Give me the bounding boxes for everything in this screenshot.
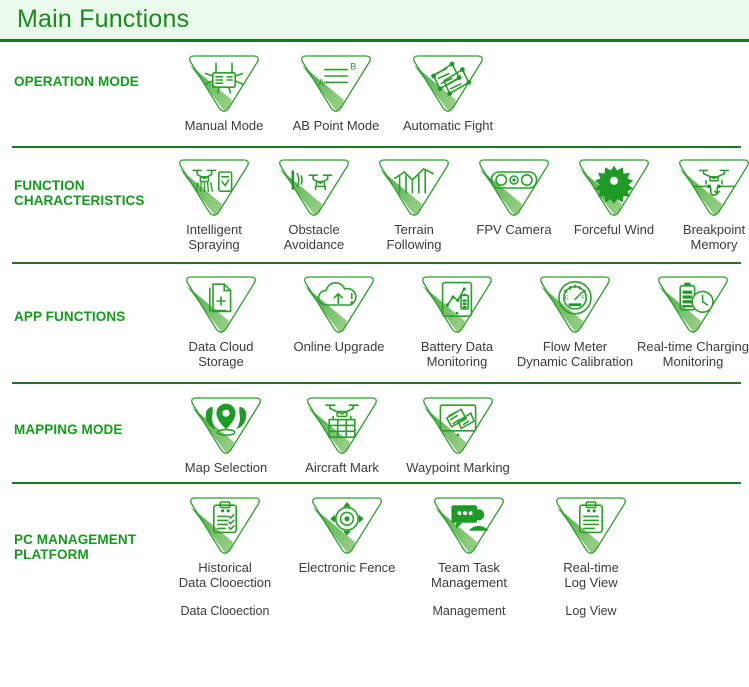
item-historical-data-collection[interactable]: Historical Data Clooection Data Clooecti… [164,494,286,618]
item-label: Obstacle Avoidance [283,222,345,252]
cloud-upload-icon [297,273,381,337]
items-mapping-mode: Map Selection Aircraft Mark Waypoint Mar… [162,394,741,475]
crosshair-target-icon [305,494,389,558]
section-function-characteristics: FUNCTION CHARACTERISTICS Intelligent Spr… [0,148,749,262]
item-waypoint-marking[interactable]: Waypoint Marking [400,394,516,475]
svg-text:A: A [318,78,324,88]
item-label: Aircraft Mark [305,460,379,475]
item-real-time-charging-monitoring[interactable]: Real-time Charging Monitoring [634,273,749,369]
terrain-profile-icon [372,156,456,220]
section-divider [12,146,741,148]
breakpoint-drone-icon [672,156,749,220]
item-terrain-following[interactable]: Terrain Following [364,156,464,252]
item-breakpoint-memory[interactable]: Breakpoint Memory [664,156,749,252]
section-divider [12,382,741,384]
section-pc-management-platform: PC MANAGEMENT PLATFORM Historical Data C… [0,484,749,624]
item-automatic-fight[interactable]: Automatic Fight [392,52,504,133]
item-real-time-log-view[interactable]: Real-time Log View Log View [530,494,652,618]
item-team-task-management[interactable]: Team Task Management Management [408,494,530,618]
item-label: Flow Meter Dynamic Calibration [516,339,634,369]
item-label: Data Cloud Storage [188,339,254,369]
item-label: Intelligent Spraying [186,222,242,252]
category-label-function-characteristics: FUNCTION CHARACTERISTICS [14,178,145,208]
item-label: FPV Camera [476,222,552,237]
battery-clock-icon [651,273,735,337]
item-label: Electronic Fence [298,560,396,575]
item-manual-mode[interactable]: Manual Mode [168,52,280,133]
item-sublabel: Log View [565,604,617,618]
item-sublabel: Management [432,604,506,618]
item-label: Manual Mode [184,118,264,133]
clipboard-check-icon [183,494,267,558]
section-mapping-mode: MAPPING MODE Map Selection Aircraft Mark… [0,384,749,482]
spraying-drone-icon [172,156,256,220]
category-label-mapping-mode: MAPPING MODE [14,422,123,437]
item-label: Battery Data Monitoring [420,339,494,369]
item-label: Historical Data Clooection [178,560,272,590]
drone-grid-icon [300,394,384,458]
items-pc-management-platform: Historical Data Clooection Data Clooecti… [162,494,741,618]
remote-controller-icon [182,52,266,116]
document-plus-icon [179,273,263,337]
svg-text:E: E [565,295,569,301]
category-label-pc-management-platform: PC MANAGEMENT PLATFORM [14,532,137,562]
item-aircraft-mark[interactable]: Aircraft Mark [284,394,400,475]
item-label: Forceful Wind [573,222,655,237]
item-forceful-wind[interactable]: Forceful Wind [564,156,664,237]
item-label: AB Point Mode [292,118,380,133]
item-label: Team Task Management [431,560,507,590]
item-online-upgrade[interactable]: Online Upgrade [280,273,398,354]
clipboard-lines-icon [549,494,633,558]
tablet-battery-chart-icon [415,273,499,337]
svg-text:B: B [350,62,356,72]
team-chat-icon [427,494,511,558]
radar-drone-icon [272,156,356,220]
item-fpv-camera[interactable]: FPV Camera [464,156,564,237]
item-label: Terrain Following [386,222,442,252]
page-title: Main Functions [17,5,190,33]
waypoint-route-icon [406,52,490,116]
map-pin-icon [184,394,268,458]
item-label: Real-time Charging Monitoring [637,339,749,369]
item-label: Real-time Log View [563,560,619,590]
svg-text:F: F [581,295,585,301]
items-app-functions: Data Cloud Storage Online Upgrade Batter… [162,273,749,369]
page-header: Main Functions [0,0,749,42]
category-label-app-functions: APP FUNCTIONS [14,309,126,324]
category-label-operation-mode: OPERATION MODE [14,74,139,89]
item-intelligent-spraying[interactable]: Intelligent Spraying [164,156,264,252]
section-divider [12,262,741,264]
items-function-characteristics: Intelligent Spraying Obstacle Avoidance … [162,156,749,252]
item-label: Online Upgrade [293,339,385,354]
item-battery-data-monitoring[interactable]: Battery Data Monitoring [398,273,516,369]
item-sublabel: Data Clooection [180,604,270,618]
item-data-cloud-storage[interactable]: Data Cloud Storage [162,273,280,369]
section-divider [12,482,741,484]
item-label: Waypoint Marking [406,460,510,475]
item-map-selection[interactable]: Map Selection [168,394,284,475]
fan-gear-icon [572,156,656,220]
fpv-camera-icon [472,156,556,220]
item-label: Automatic Fight [402,118,494,133]
screen-route-icon [416,394,500,458]
item-label: Map Selection [184,460,268,475]
section-app-functions: APP FUNCTIONS Data Cloud Storage Online … [0,264,749,382]
item-obstacle-avoidance[interactable]: Obstacle Avoidance [264,156,364,252]
item-label: Breakpoint Memory [682,222,746,252]
item-electronic-fence[interactable]: Electronic Fence [286,494,408,589]
